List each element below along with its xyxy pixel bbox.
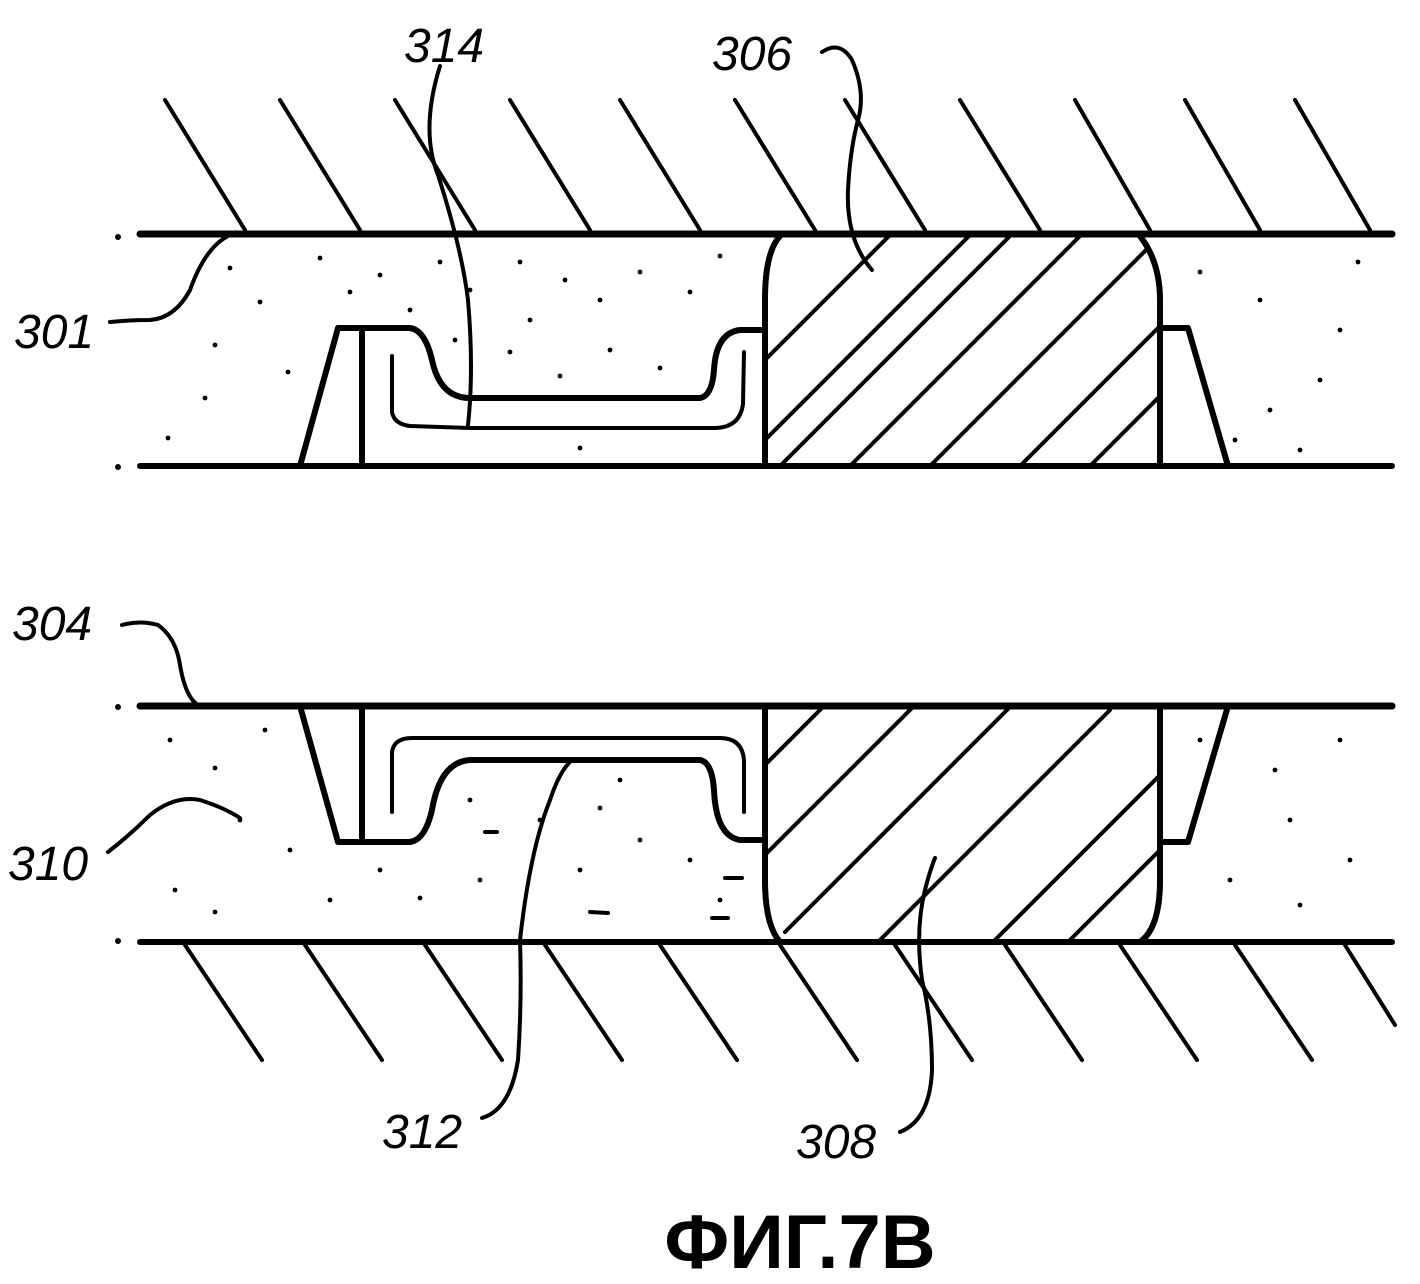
upper-recess-structure	[297, 325, 1231, 469]
boundary-dots	[115, 234, 121, 944]
ref-301: 301	[14, 306, 94, 359]
ref-314: 314	[404, 20, 484, 73]
ref-310: 310	[8, 838, 88, 891]
leader-310	[106, 797, 242, 854]
ref-308: 308	[796, 1116, 876, 1169]
lower-recess-structure	[297, 703, 1231, 845]
leader-304	[120, 620, 202, 708]
lower-dielectric-stipple	[167, 727, 1353, 920]
leader-lines	[106, 45, 937, 1134]
leader-308	[898, 856, 937, 1134]
upper-bond-pad	[762, 233, 1163, 469]
top-substrate-hatch	[163, 98, 1372, 232]
upper-dielectric-stipple	[165, 253, 1361, 453]
leader-314	[427, 64, 473, 427]
figure-caption: ФИГ.7В	[664, 1200, 935, 1284]
bottom-substrate-hatch	[183, 943, 1397, 1062]
ref-304: 304	[12, 598, 92, 651]
leader-306	[820, 45, 874, 272]
ref-306: 306	[712, 28, 792, 81]
lower-bond-pad	[762, 703, 1163, 945]
ref-312: 312	[382, 1106, 462, 1159]
leader-312	[480, 758, 574, 1120]
leader-301	[108, 234, 230, 324]
